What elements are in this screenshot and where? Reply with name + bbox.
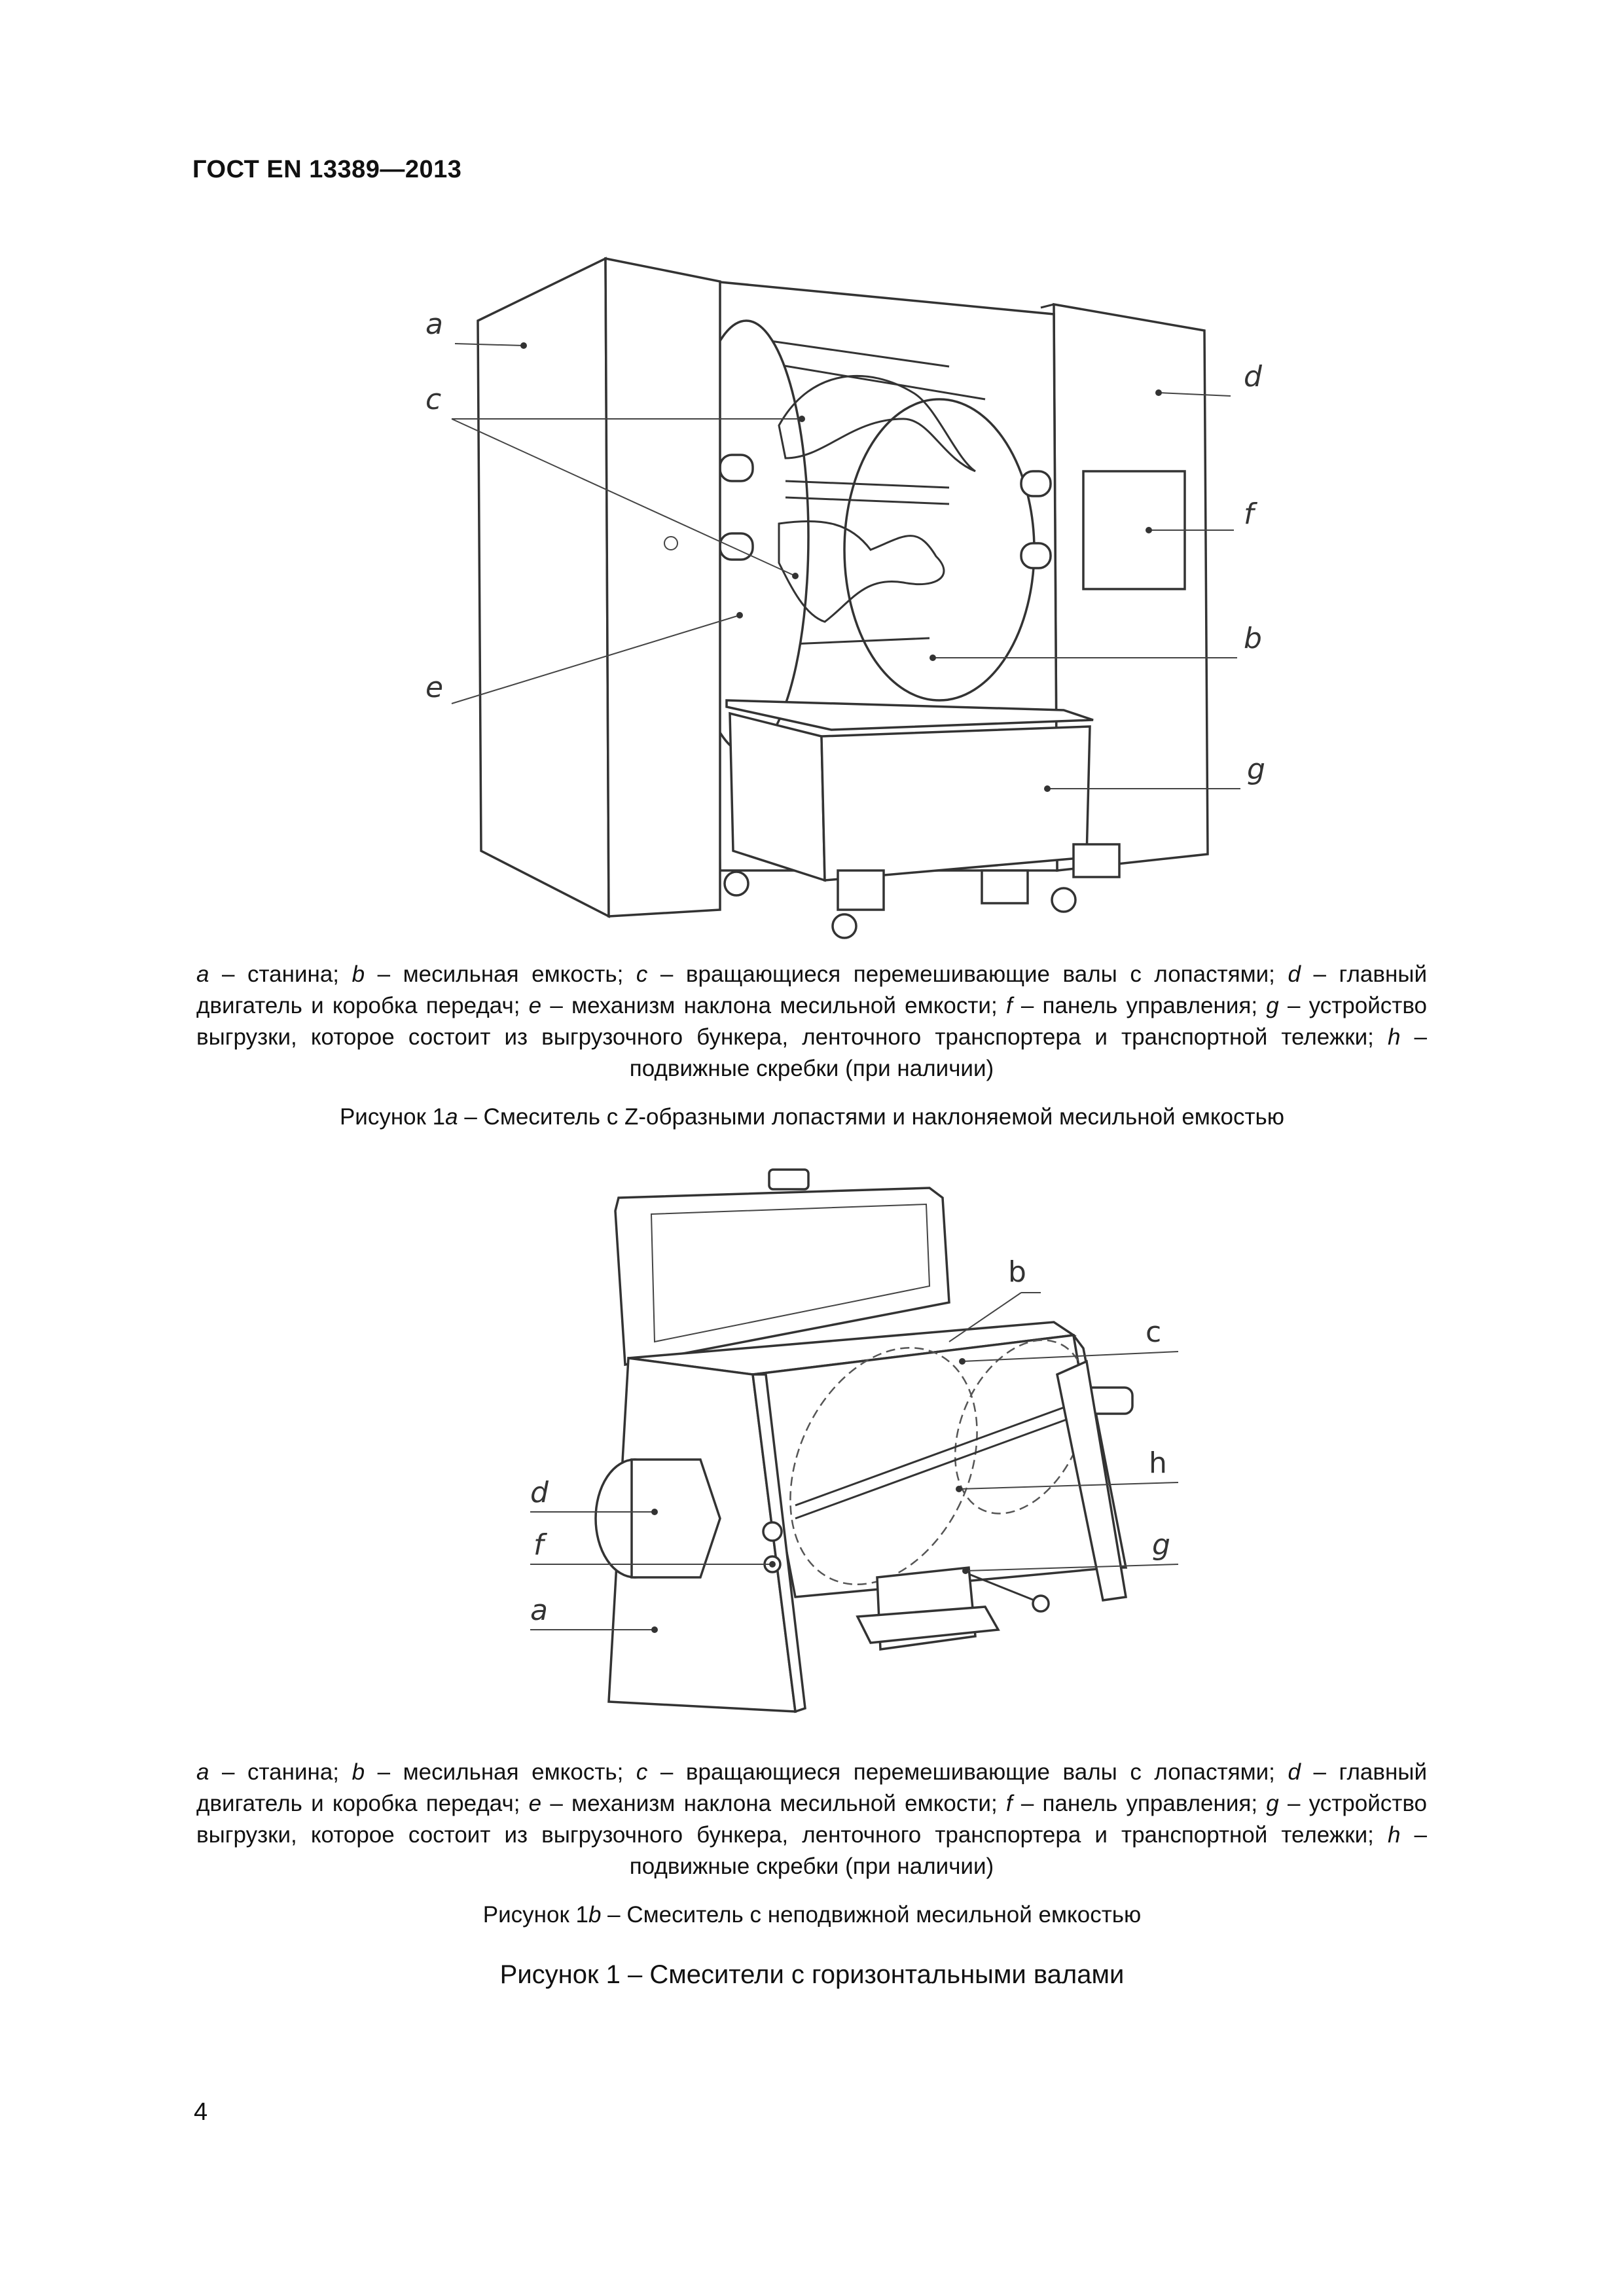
figure-1b-legend: a – станина; b – месильная емкость; c – … [196,1759,1427,1879]
label-b: b [1244,622,1262,655]
label-g: g [1152,1528,1170,1562]
document-header: ГОСТ EN 13389—2013 [192,156,462,183]
figure-1a-drawing: a c e d f b g [425,257,1265,939]
housing-a [477,257,610,918]
label-f: f [1244,497,1258,531]
label-a: a [425,308,443,341]
label-b: b [1008,1255,1026,1289]
label-d: d [530,1476,549,1509]
label-e: e [425,671,443,704]
figure-1b-caption: Рисунок 1b – Смеситель с неподвижной мес… [482,1902,1142,1928]
label-c: c [1146,1316,1161,1349]
label-g: g [1247,753,1265,786]
label-c: c [425,383,441,416]
z-blade-upper [778,374,976,473]
figure-1a-legend: a – станина; b – месильная емкость; c – … [196,961,1427,1081]
lid [614,1187,950,1367]
page-number: 4 [194,2098,208,2126]
motor-d [630,1458,721,1579]
hopper-g [725,699,1094,731]
label-f: f [533,1528,548,1562]
label-h: h [1149,1446,1167,1480]
figure-1-main-caption: Рисунок 1 – Смесители с горизонтальными … [499,1960,1125,1989]
figure-1b-drawing: b c h d f g a [530,1168,1179,1713]
label-d: d [1244,360,1263,393]
figure-1a-caption: Рисунок 1a – Смеситель с Z-образными лоп… [339,1104,1285,1130]
z-blade-lower [778,520,945,623]
label-a: a [530,1594,548,1627]
